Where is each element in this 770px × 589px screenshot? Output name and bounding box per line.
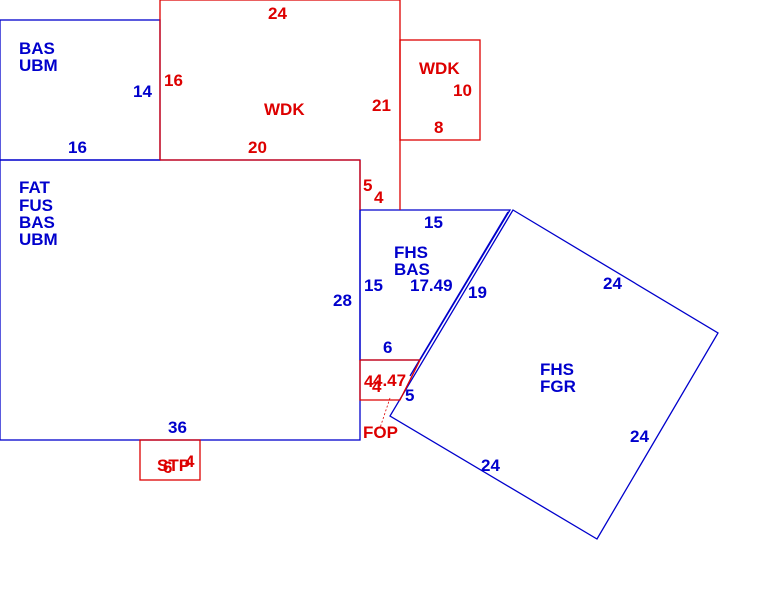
dim-stp-a: 6	[163, 458, 172, 477]
dim-main-right: 28	[333, 291, 352, 310]
dim-fhs-diag: 17.49	[410, 276, 453, 295]
wdk-small-outline	[399, 39, 481, 141]
wdk-small-label: WDK	[419, 59, 460, 78]
dim-fgr-top-right: 24	[603, 274, 622, 293]
fop-label: FOP	[363, 423, 398, 442]
dim-fhs-top: 15	[424, 213, 443, 232]
dim-fhs-bottom: 6	[383, 338, 392, 357]
main-living-area-outline	[0, 159, 361, 441]
dim-wdk-right: 21	[372, 96, 391, 115]
dim-wdk-step-4: 4	[374, 188, 384, 207]
dim-wdk-step-5: 5	[363, 176, 372, 195]
fhs-fgr-label-1: FHS	[540, 360, 574, 379]
fhs-fgr-connector	[409, 211, 509, 377]
dim-wdk-small-right: 10	[453, 81, 472, 100]
bas-top-label-2: UBM	[19, 56, 58, 75]
bas-top-label-1: BAS	[19, 39, 55, 58]
dim-wdk-top: 24	[268, 4, 287, 23]
dim-fhs-left: 15	[364, 276, 383, 295]
dim-fgr-small: 5	[405, 386, 414, 405]
main-label-2: FUS	[19, 196, 53, 215]
main-label-3: BAS	[19, 213, 55, 232]
dim-fop-a: 4	[364, 372, 374, 391]
wdk-main-label: WDK	[264, 100, 305, 119]
dim-fgr-side-19: 19	[468, 283, 487, 302]
dim-fop-c: 4.47	[373, 371, 406, 390]
fhs-bas-label-1: FHS	[394, 243, 428, 262]
fop-leader	[379, 397, 391, 429]
dim-wdk-bottom: 20	[248, 138, 267, 157]
dim-stp-b: 4	[185, 452, 195, 471]
fop-outline	[359, 359, 422, 401]
dim-fop-b: 4	[372, 377, 382, 396]
fhs-fgr-outline	[389, 209, 719, 540]
main-label-4: UBM	[19, 230, 58, 249]
dim-wdk-small-bottom: 8	[434, 118, 443, 137]
fhs-bas-label-2: BAS	[394, 260, 430, 279]
dim-bas-top-bottom: 16	[68, 138, 87, 157]
dim-fgr-bottom: 24	[481, 456, 500, 475]
dim-bas-top-right: 14	[133, 82, 152, 101]
dim-wdk-left: 16	[164, 71, 183, 90]
stp-outline	[139, 439, 201, 481]
dim-fgr-right: 24	[630, 427, 649, 446]
fhs-fgr-label-2: FGR	[540, 377, 576, 396]
dim-main-bottom: 36	[168, 418, 187, 437]
main-label-1: FAT	[19, 178, 50, 197]
stp-label: STP	[157, 456, 190, 475]
